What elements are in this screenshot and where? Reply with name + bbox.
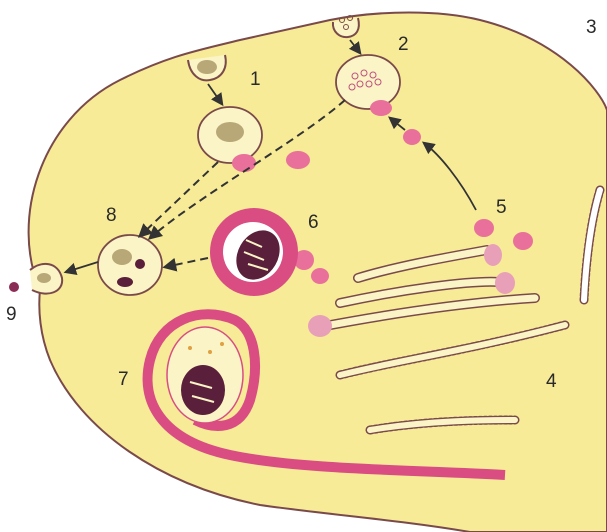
label-9: 9	[6, 305, 17, 324]
primary-lysosome	[370, 100, 392, 116]
label-7: 7	[118, 370, 129, 389]
lysosome-cargo	[112, 249, 132, 265]
secondary-lysosome	[98, 235, 162, 295]
multivesicular-body	[336, 55, 400, 109]
pit-cargo-1	[197, 60, 217, 74]
label-2: 2	[398, 35, 409, 54]
primary-lysosome	[232, 154, 256, 172]
label-4: 4	[546, 372, 557, 391]
primary-lysosome	[513, 232, 533, 250]
hydrolase-dot	[208, 350, 212, 354]
golgi-vesicle	[308, 315, 332, 337]
primary-lysosome	[311, 268, 329, 284]
released-particle	[9, 282, 19, 292]
lysosome-debris	[117, 277, 133, 287]
primary-lysosome	[403, 129, 421, 145]
endosome-cargo	[216, 122, 244, 142]
label-6: 6	[308, 213, 319, 232]
hydrolase-dot	[188, 346, 192, 350]
label-8: 8	[106, 206, 117, 225]
primary-lysosome	[474, 219, 494, 237]
hydrolase-dot	[220, 342, 224, 346]
residual-body-cargo	[37, 273, 51, 283]
degrading-mitochondrion	[181, 365, 225, 415]
golgi-vesicle	[484, 244, 502, 266]
primary-lysosome	[286, 151, 310, 169]
label-5: 5	[496, 198, 507, 217]
label-1: 1	[250, 70, 261, 89]
lysosome-debris	[135, 259, 145, 269]
label-3: 3	[586, 18, 597, 37]
golgi-vesicle	[495, 272, 515, 294]
